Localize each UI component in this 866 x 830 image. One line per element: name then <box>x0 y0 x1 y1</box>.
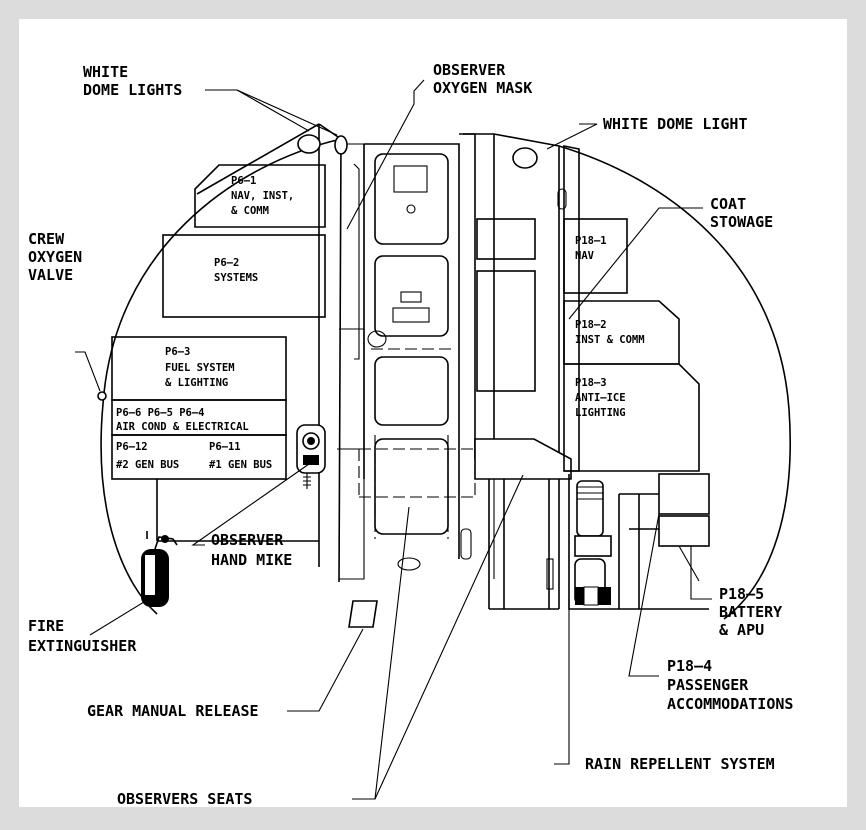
callout-p18-4-l3: ACCOMMODATIONS <box>667 695 793 713</box>
panel-p6-11-line2: #1 GEN BUS <box>209 459 272 471</box>
panel-p18-3-line2: ANTI–ICE <box>575 392 626 404</box>
panel-p6-12-p6-11 <box>111 434 287 480</box>
right-column-box-2 <box>476 270 536 392</box>
panel-p18-2-line1: P18–2 <box>575 319 607 331</box>
callout-observer-hand-mike-l1: OBSERVER <box>211 531 284 549</box>
panel-p18-5-box-1 <box>658 473 710 515</box>
callout-p18-5-l1: P18–5 <box>719 585 764 603</box>
callout-fire-extinguisher-l2: EXTINGUISHER <box>28 637 137 655</box>
p6-side-strip-lower <box>339 328 365 580</box>
panel-p18-1-line1: P18–1 <box>575 235 607 247</box>
observer-seat-1-dashed-sides <box>374 435 449 539</box>
panel-p6-6-5-4-line1: P6–6 P6–5 P6–4 <box>116 407 205 419</box>
crew-oxygen-valve-knob <box>97 391 107 401</box>
canister-bracket <box>546 558 554 590</box>
unit-2-switch <box>400 291 422 303</box>
p6-side-rail <box>353 163 360 360</box>
callout-white-dome-light: WHITE DOME LIGHT <box>603 115 748 133</box>
diagram-sheet: P6–1 NAV, INST, & COMM P6–2 SYSTEMS P6–3… <box>19 19 847 807</box>
panel-p6-11-line1: P6–11 <box>209 441 241 453</box>
gear-manual-release-plate <box>348 600 378 628</box>
panel-p6-12-line1: P6–12 <box>116 441 148 453</box>
callout-crew-oxygen-valve-l2: OXYGEN <box>28 248 82 266</box>
callout-observer-hand-mike-l2: HAND MIKE <box>211 551 292 569</box>
callout-p18-5-l2: BATTERY <box>719 603 782 621</box>
panel-p6-1-line2: NAV, INST, <box>231 190 294 202</box>
right-column-box-1 <box>476 218 536 260</box>
callout-p18-4-l1: P18–4 <box>667 657 712 675</box>
callout-observers-seats: OBSERVERS SEATS <box>117 790 252 807</box>
panel-p18-2 <box>563 300 680 365</box>
panel-p6-3-line3: & LIGHTING <box>165 377 228 389</box>
rain-repellent-canister <box>546 480 612 606</box>
callout-observer-oxygen-mask-l2: OXYGEN MASK <box>433 79 532 97</box>
callout-white-dome-lights-l1: WHITE <box>83 63 128 81</box>
panel-p6-3-line2: FUEL SYSTEM <box>165 362 235 374</box>
panel-p18-1 <box>563 218 628 294</box>
cabinet-unit-2 <box>374 255 449 337</box>
unit-2-slot <box>392 307 430 323</box>
panel-p18-3-line3: LIGHTING <box>575 407 626 419</box>
flight-deck-aft-panels-diagram: P6–1 NAV, INST, & COMM P6–2 SYSTEMS P6–3… <box>28 61 793 807</box>
callout-observer-oxygen-mask-l1: OBSERVER <box>433 61 506 79</box>
callout-coat-stowage-l2: STOWAGE <box>710 213 773 231</box>
floor-fitting <box>397 557 421 571</box>
dome-light-left-1 <box>297 134 321 154</box>
panel-p18-2-line2: INST & COMM <box>575 334 645 346</box>
cabinet-unit-3 <box>374 356 449 426</box>
seat-latch <box>460 528 472 560</box>
panel-p6-1-line3: & COMM <box>231 205 269 217</box>
observer-cabinet <box>363 143 460 559</box>
panel-p18-3 <box>564 363 700 472</box>
p6-panel-top <box>196 123 320 195</box>
callout-p18-5-l3: & APU <box>719 621 764 639</box>
right-column <box>463 133 560 459</box>
callout-gear-manual-release: GEAR MANUAL RELEASE <box>87 702 259 720</box>
panel-p6-3-line1: P6–3 <box>165 346 190 358</box>
mask-knob <box>406 204 416 214</box>
panel-p18-1-line2: NAV <box>575 250 595 262</box>
fire-extinguisher-bottle <box>141 535 178 607</box>
panel-p6-1-line1: P6–1 <box>231 175 256 187</box>
callout-p18-4-l2: PASSENGER <box>667 676 749 694</box>
leader-lines <box>75 79 712 800</box>
panel-p6-2-line1: P6–2 <box>214 257 239 269</box>
observer-hand-mike-device <box>296 424 326 489</box>
callout-crew-oxygen-valve-l1: CREW <box>28 230 65 248</box>
fuselage-outline-right <box>558 145 791 620</box>
cabinet-side <box>459 133 476 459</box>
callout-rain-repellent-system: RAIN REPELLENT SYSTEM <box>585 755 775 773</box>
callout-coat-stowage-l1: COAT <box>710 195 746 213</box>
panel-p18-3-line1: P18–3 <box>575 377 607 389</box>
panel-p18-5-box-2 <box>658 515 710 547</box>
callout-crew-oxygen-valve-l3: VALVE <box>28 266 73 284</box>
p6-panel-body <box>318 123 342 583</box>
p18-side-fitting <box>557 188 567 210</box>
observer-oxygen-mask-port <box>367 330 387 348</box>
callout-fire-extinguisher-l1: FIRE <box>28 617 64 635</box>
observer-oxygen-mask-box <box>374 153 449 245</box>
panel-p6-2 <box>162 234 326 318</box>
panel-p6-12-line2: #2 GEN BUS <box>116 459 179 471</box>
cabinet-unit-4 <box>374 438 449 535</box>
callout-white-dome-lights-l2: DOME LIGHTS <box>83 81 182 99</box>
dome-light-right <box>512 147 538 169</box>
panel-p6-6-5-4-line2: AIR COND & ELECTRICAL <box>116 421 249 433</box>
panel-p6-2-line2: SYSTEMS <box>214 272 258 284</box>
observer-seat-1-dashed <box>358 448 476 498</box>
fuselage-outline-left <box>100 138 342 615</box>
panel-p6-1 <box>194 164 326 228</box>
observer-seat-2 <box>474 438 572 610</box>
mask-window <box>393 165 428 193</box>
panel-p18-4-frame <box>618 493 659 609</box>
dome-light-left-2 <box>334 135 348 155</box>
